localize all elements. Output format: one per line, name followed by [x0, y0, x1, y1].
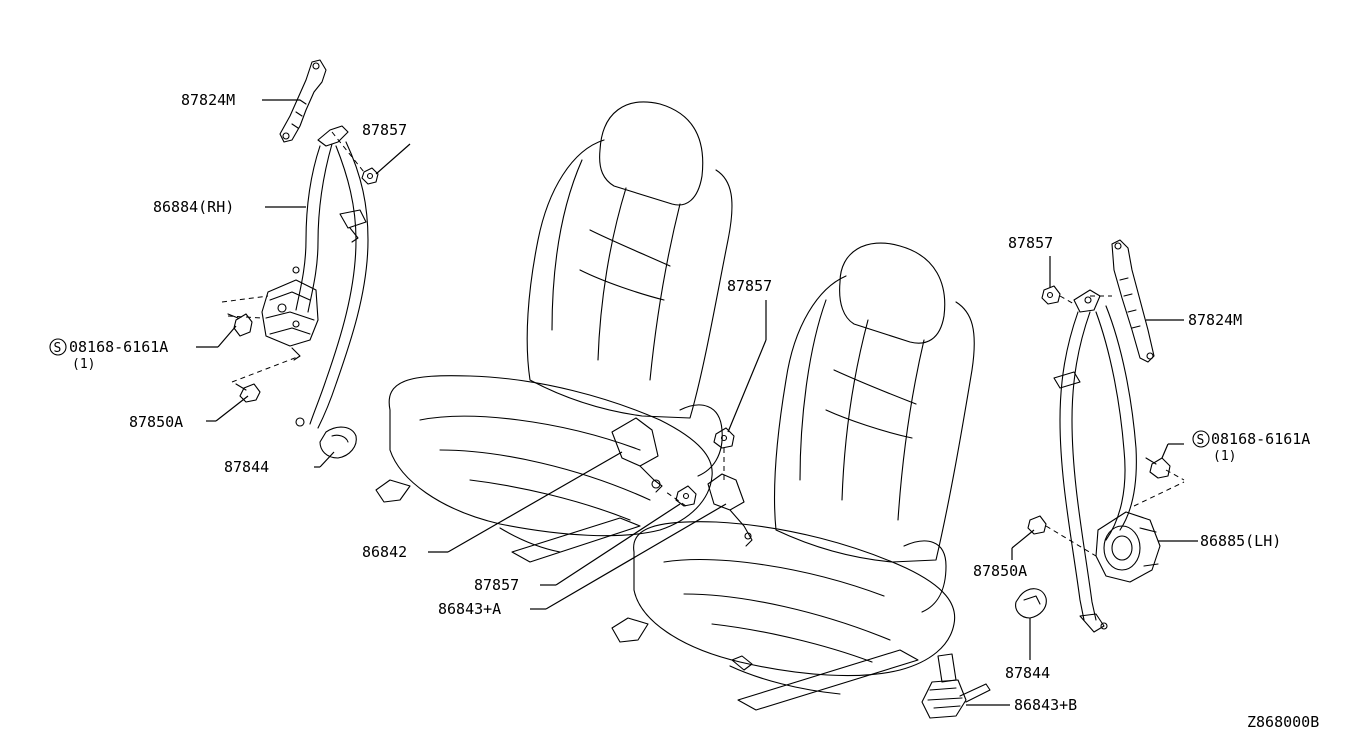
retractor-rh-part [261, 266, 319, 361]
label-87844-left: 87844 [224, 458, 269, 476]
belt-webbing-lh-part [1053, 289, 1137, 633]
s-symbol-left: S [54, 341, 62, 356]
buckle-86843b-part [921, 653, 991, 719]
label-87857-mid-low: 87857 [474, 576, 519, 594]
s-symbol-right: S [1197, 433, 1205, 448]
anchor-washer-right-part [1041, 285, 1061, 305]
callout-labels: 87824M 87857 86884(RH) S 08168-6161A (1)… [49, 91, 1319, 731]
anchor-cover-left-part [319, 426, 357, 459]
label-87844-right: 87844 [1005, 664, 1050, 682]
buckle-86843a-part [707, 473, 753, 547]
lower-anchor-bolt-left-part [235, 383, 261, 403]
label-87850a-left: 87850A [129, 413, 183, 431]
label-86843b: 86843+B [1014, 696, 1077, 714]
label-s-bolt-left: S 08168-6161A (1) [49, 338, 168, 372]
label-08168-left-qty: (1) [72, 357, 95, 372]
retractor-lh-part [1095, 511, 1161, 583]
height-adjuster-left-part [279, 59, 327, 143]
label-86884rh: 86884(RH) [153, 198, 234, 216]
lower-anchor-bolt-right-part [1027, 515, 1047, 535]
driver-seat-illustration [375, 101, 733, 563]
buckle-86842-part [611, 417, 663, 493]
label-86842: 86842 [362, 543, 407, 561]
label-87824m-right: 87824M [1188, 311, 1242, 329]
buckle-bolt-87857-part [675, 485, 697, 507]
label-87857-right: 87857 [1008, 234, 1053, 252]
belt-webbing-rh-part [295, 125, 369, 429]
anchor-bolt-left-upper-part [361, 167, 379, 185]
label-87857-left: 87857 [362, 121, 407, 139]
figure-code: Z868000B [1247, 713, 1319, 731]
leader-lines [196, 99, 1198, 706]
passenger-seat-illustration [611, 242, 975, 711]
label-08168-right: 08168-6161A [1211, 430, 1310, 448]
label-08168-left: 08168-6161A [69, 338, 168, 356]
label-87850a-right: 87850A [973, 562, 1027, 580]
lh-seat-belt-assembly [1015, 239, 1185, 633]
rh-seat-belt-assembly [221, 59, 379, 459]
anchor-cover-right-part [1015, 588, 1047, 619]
label-86885lh: 86885(LH) [1200, 532, 1281, 550]
height-adjuster-right-part [1111, 239, 1155, 363]
label-s-bolt-right: S 08168-6161A (1) [1192, 430, 1310, 464]
label-87824m-left: 87824M [181, 91, 235, 109]
label-87857-mid: 87857 [727, 277, 772, 295]
label-08168-right-qty: (1) [1213, 449, 1236, 464]
buckle-washer-87857-mid-part [713, 427, 735, 449]
label-86843a: 86843+A [438, 600, 501, 618]
retractor-bolt-right-part [1145, 457, 1171, 479]
